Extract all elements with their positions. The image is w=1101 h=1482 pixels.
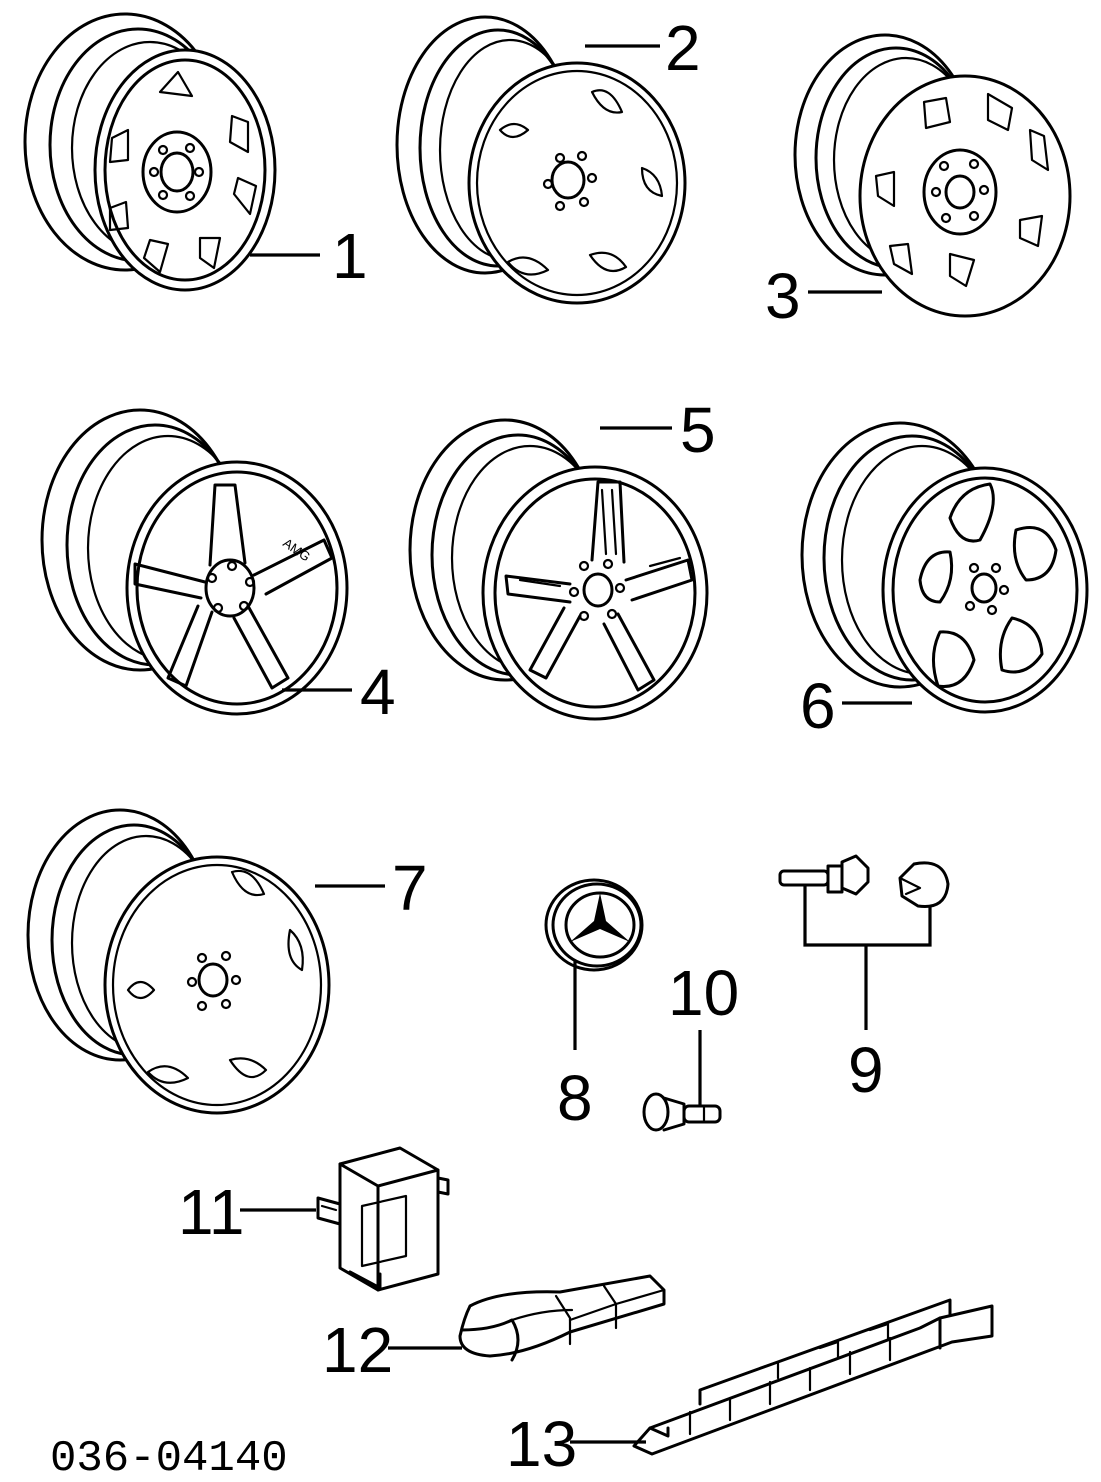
wheel-4: AMG — [40, 408, 349, 716]
control-module-11 — [316, 1146, 450, 1292]
wheel-1 — [23, 12, 277, 292]
callout-10: 10 — [668, 957, 739, 1029]
callout-6: 6 — [800, 670, 836, 742]
reference-number: 036-04140 — [50, 1434, 288, 1482]
callout-4: 4 — [360, 656, 396, 728]
wheel-7 — [26, 808, 331, 1115]
callout-2: 2 — [665, 12, 701, 84]
valve-assembly-9 — [778, 854, 950, 909]
callout-11: 11 — [178, 1176, 244, 1248]
callout-12: 12 — [322, 1314, 393, 1386]
wheel-6 — [800, 421, 1089, 714]
callout-13: 13 — [506, 1408, 577, 1480]
callout-5: 5 — [680, 394, 716, 466]
callout-9: 9 — [848, 1034, 884, 1106]
callout-1: 1 — [332, 220, 368, 292]
callout-7: 7 — [392, 852, 428, 924]
wheel-2 — [395, 15, 687, 305]
wheel-5 — [408, 418, 709, 721]
wheel-3 — [793, 33, 1072, 318]
callout-3: 3 — [765, 260, 801, 332]
tpms-sensor-12 — [458, 1274, 666, 1362]
center-cap-emblem-8 — [544, 878, 644, 972]
sensor-strip-13 — [632, 1298, 994, 1456]
valve-stem-10 — [642, 1092, 722, 1132]
callout-8: 8 — [557, 1062, 593, 1134]
